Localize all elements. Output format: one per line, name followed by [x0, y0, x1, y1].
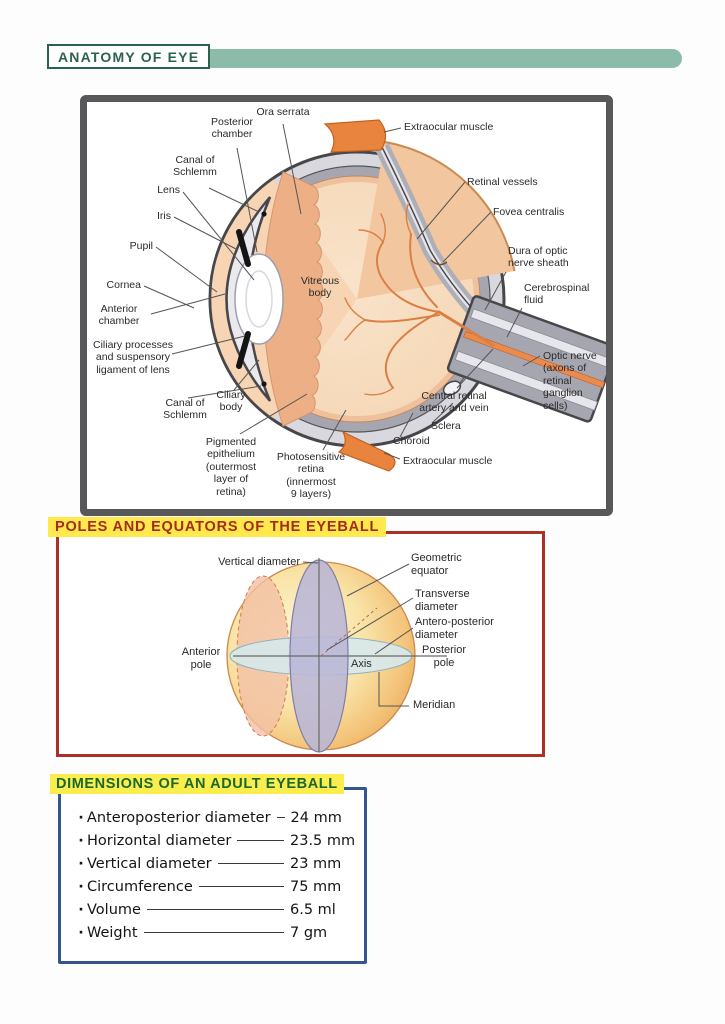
cornea-lens-iris: [225, 196, 284, 402]
canal-schlemm-dot-bottom: [261, 381, 267, 387]
eye-label-lens: Lens: [157, 184, 180, 196]
connector-line: [146, 909, 284, 910]
retinal-fold: [375, 143, 483, 319]
dimensions-section-title: DIMENSIONS OF AN ADULT EYEBALL: [50, 774, 344, 794]
leader-lines: [143, 123, 541, 460]
iris-upper: [236, 229, 251, 267]
dimension-label: Anteroposterior diameter: [86, 809, 271, 826]
dimension-value: 24 mm: [290, 809, 342, 826]
eye-label-retinal-vessels: Retinal vessels: [467, 176, 538, 188]
eye-label-iris: Iris: [157, 210, 171, 222]
fovea-dimple: [430, 259, 448, 266]
connector-line: [198, 886, 284, 887]
anterior-outline: [208, 177, 274, 421]
sclera-opening: [442, 380, 462, 396]
eye-label-ciliary-processes: Ciliary processes and suspensory ligamen…: [93, 339, 173, 376]
dimension-value: 6.5 ml: [290, 901, 336, 918]
eye-label-central-retinal: Central retinal artery and vein: [419, 390, 489, 415]
eye-label-choroid: Choroid: [393, 435, 430, 447]
eye-label-pigmented-epithelium: Pigmented epithelium (outermost layer of…: [205, 436, 257, 498]
dimension-row: · Circumference 75 mm: [75, 875, 354, 898]
dimensions-list: · Anteroposterior diameter 24 mm · Horiz…: [75, 806, 356, 944]
eye-label-csf: Cerebrospinal fluid: [524, 282, 590, 307]
header-accent-bar: [62, 49, 682, 68]
eye-label-extraocular-bottom: Extraocular muscle: [403, 455, 493, 467]
eyeball-globe-art: [226, 558, 447, 753]
globe-label-vertical-diameter: Vertical diameter: [218, 556, 300, 568]
eye-label-canal-schlemm-bottom: Canal of Schlemm: [163, 397, 207, 422]
dimension-value: 23.5 mm: [290, 832, 356, 849]
globe-label-axis: Axis: [351, 658, 372, 670]
dimension-label: Weight: [87, 924, 138, 941]
axis-lines: [233, 558, 447, 752]
eye-label-ciliary-body: Ciliary body: [216, 389, 246, 414]
canal-schlemm-dot-top: [261, 211, 267, 217]
eye-label-dura: Dura of optic nerve sheath: [508, 245, 569, 270]
dimension-row: · Anteroposterior diameter 24 mm: [75, 806, 354, 829]
ora-serrata-band: [263, 171, 324, 427]
eye-label-vitreous-body: Vitreous body: [300, 275, 340, 300]
eye-label-posterior-chamber: Posterior chamber: [210, 116, 253, 141]
globe-label-antero-posterior: Antero-posterior diameter: [415, 616, 494, 642]
muscle-bottom: [337, 430, 396, 472]
eye-label-optic-nerve: Optic nerve (axons of retinal ganglion c…: [543, 350, 597, 412]
poles-section-title: POLES AND EQUATORS OF THE EYEBALL: [48, 517, 387, 537]
globe-label-transverse-diameter: Transverse diameter: [415, 588, 470, 614]
eye-label-photosensitive-retina: Photosensitive retina (innermost 9 layer…: [276, 451, 346, 501]
dimension-value: 7 gm: [290, 924, 328, 941]
bullet-icon: ·: [78, 832, 84, 849]
page-title: ANATOMY OF EYE: [47, 44, 211, 69]
globe-label-meridian: Meridian: [413, 699, 456, 711]
retinal-vessels: [344, 201, 495, 396]
eye-label-pupil: Pupil: [129, 240, 153, 252]
dimension-row: · Horizontal diameter 23.5 mm: [75, 829, 356, 852]
dimension-label: Circumference: [87, 878, 193, 895]
bullet-icon: ·: [78, 924, 84, 941]
bullet-icon: ·: [78, 855, 84, 872]
lens-shape: [234, 253, 284, 345]
globe-label-posterior-pole: Posterior pole: [421, 644, 467, 670]
dimension-row: · Weight 7 gm: [75, 921, 354, 944]
dimension-row: · Volume 6.5 ml: [75, 898, 354, 921]
eye-label-ora-serrata: Ora serrata: [256, 106, 310, 118]
globe-leader-lines: [302, 561, 414, 707]
dimension-label: Vertical diameter: [87, 855, 212, 872]
bullet-icon: ·: [78, 878, 84, 895]
connector-line: [217, 863, 284, 864]
dimension-value: 75 mm: [290, 878, 342, 895]
eye-label-sclera: Sclera: [431, 420, 461, 432]
dimension-row: · Vertical diameter 23 mm: [75, 852, 354, 875]
bullet-icon: ·: [78, 901, 84, 918]
bullet-icon: ·: [78, 809, 84, 826]
dimension-value: 23 mm: [290, 855, 342, 872]
eye-label-cornea: Cornea: [106, 279, 141, 291]
dimensions-panel: · Anteroposterior diameter 24 mm · Horiz…: [58, 787, 367, 964]
muscle-top: [323, 119, 387, 153]
connector-line: [143, 932, 284, 933]
globe-label-anterior-pole: Anterior pole: [181, 646, 221, 672]
cutaway-outline: [384, 141, 516, 272]
connector-line: [276, 817, 285, 818]
eye-label-fovea-centralis: Fovea centralis: [493, 206, 565, 218]
eye-anatomy-panel: Ora serrata Posterior chamber Canal of S…: [80, 95, 613, 516]
eye-label-canal-schlemm-top: Canal of Schlemm: [173, 154, 217, 179]
dimension-label: Horizontal diameter: [87, 832, 232, 849]
eye-label-extraocular-top: Extraocular muscle: [404, 121, 494, 133]
connector-line: [237, 840, 284, 841]
poles-panel: Vertical diameter Geometric equator Tran…: [56, 531, 545, 757]
dimension-label: Volume: [87, 901, 141, 918]
iris-lower: [236, 331, 251, 369]
extraocular-muscles: [323, 119, 396, 472]
globe-label-geometric-equator: Geometric equator: [411, 552, 462, 578]
eye-label-anterior-chamber: Anterior chamber: [98, 303, 140, 328]
eye-diagram-art: [143, 119, 606, 472]
